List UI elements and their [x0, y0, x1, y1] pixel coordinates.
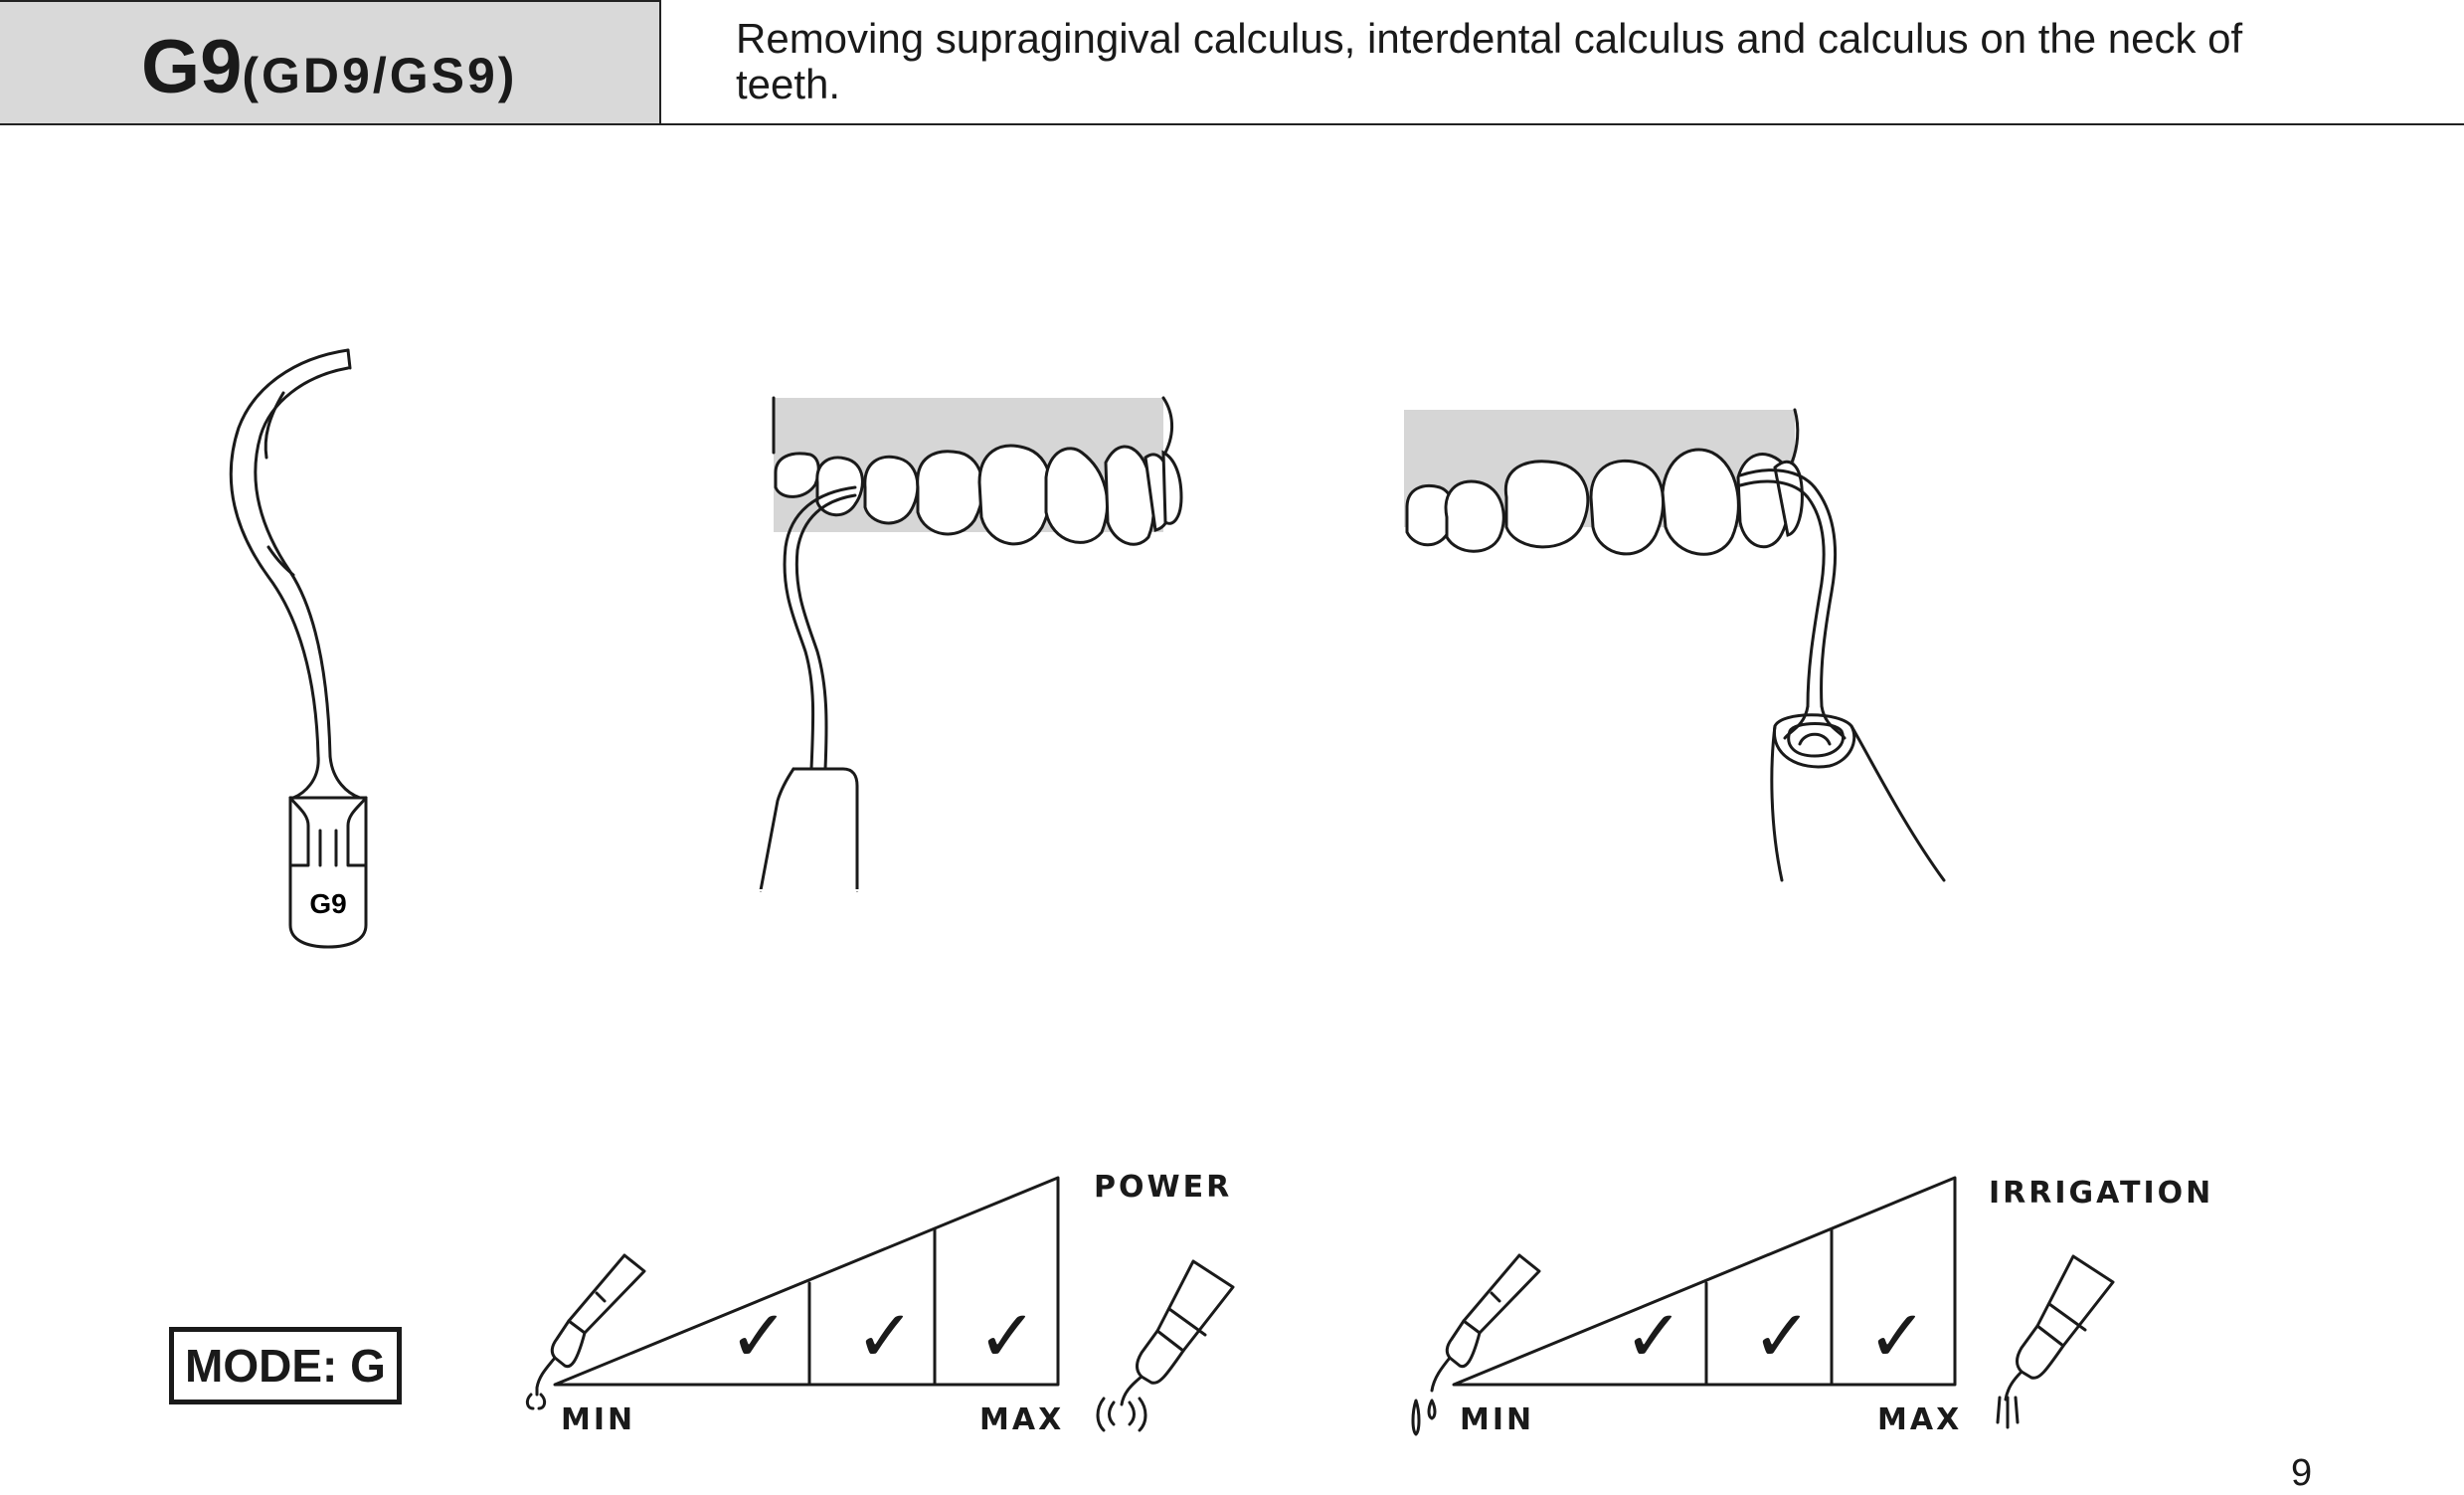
irrigation-check-2: ✓ — [1752, 1294, 1813, 1378]
power-title: POWER — [1094, 1170, 1233, 1205]
irrigation-min-label: MIN — [1460, 1402, 1535, 1437]
irrigation-title: IRRIGATION — [1989, 1176, 2214, 1211]
handpiece-max-power-icon — [1096, 1259, 1235, 1432]
page-number: 9 — [2291, 1452, 2313, 1494]
page-header: G9(GD9/GS9) Removing supragingival calcu… — [0, 0, 2464, 125]
power-min-label: MIN — [561, 1402, 636, 1437]
tip-description: Removing supragingival calculus, interde… — [736, 15, 2243, 107]
tip-code-title: G9(GD9/GS9) — [141, 24, 517, 110]
irrigation-max-label: MAX — [1877, 1402, 1963, 1437]
irrigation-check-3: ✓ — [1867, 1294, 1928, 1378]
mode-label-box: MODE: G — [169, 1327, 402, 1404]
irrigation-check-1: ✓ — [1624, 1294, 1684, 1378]
power-check-2: ✓ — [855, 1294, 916, 1378]
tip-code: G9 — [141, 25, 243, 109]
header-divider — [0, 123, 2464, 125]
handpiece-min-icon — [525, 1253, 646, 1410]
handpiece-min-irrigation-icon — [1411, 1253, 1541, 1436]
irrigation-scale-chart — [1411, 1176, 1957, 1436]
teeth-illustration-front — [756, 396, 1183, 892]
power-check-3: ✓ — [977, 1294, 1038, 1378]
handpiece-max-irrigation-icon — [1996, 1254, 2115, 1429]
teeth-illustration-side — [1404, 408, 1946, 882]
power-check-1: ✓ — [729, 1294, 790, 1378]
tip-label: G9 — [309, 888, 346, 919]
irrigation-triangle — [1452, 1176, 1957, 1387]
power-max-label: MAX — [979, 1402, 1065, 1437]
tip-variants: (GD9/GS9) — [242, 48, 518, 103]
power-triangle — [553, 1176, 1060, 1387]
scaler-tip-illustration: G9 — [229, 348, 368, 949]
power-scale-chart — [525, 1176, 1060, 1410]
tip-code-box: G9(GD9/GS9) — [0, 0, 661, 123]
